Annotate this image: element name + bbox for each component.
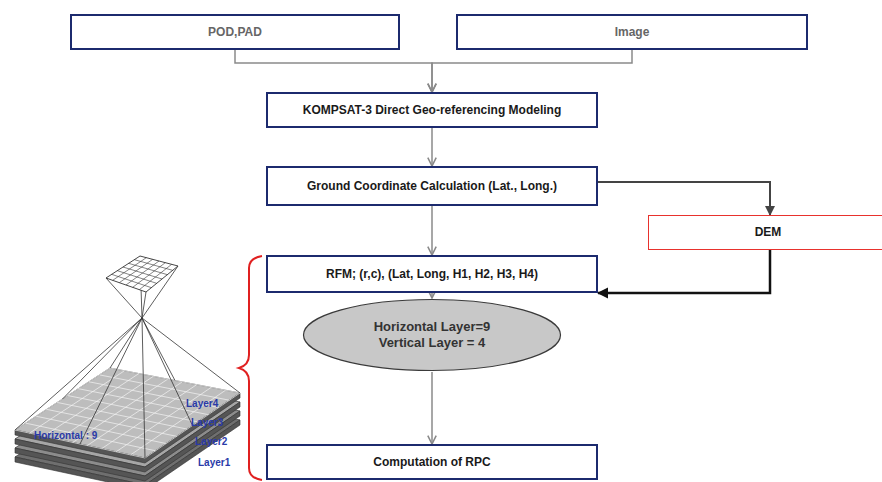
layer-label: Horizontal : 9 [34, 430, 97, 441]
dem-box: DEM [648, 215, 882, 250]
node-text: Vertical Layer = 4 [373, 335, 492, 351]
process-box: Computation of RPC [266, 444, 598, 480]
layer-label: Layer2 [195, 436, 227, 447]
projection-rays [15, 256, 240, 458]
red-bracket [239, 256, 262, 480]
node-text: Horizontal Layer=9 [368, 319, 497, 335]
process-box: Ground Coordinate Calculation (Lat., Lon… [266, 166, 598, 206]
flow-arrow [598, 250, 770, 293]
layer-edge [15, 393, 240, 463]
input-box: POD,PAD [70, 14, 400, 50]
node-text: RFM; (r,c), (Lat, Long, H1, H2, H3, H4) [320, 267, 544, 281]
layer-label: Layer4 [186, 398, 218, 409]
node-text: POD,PAD [202, 25, 268, 39]
node-text: Ground Coordinate Calculation (Lat., Lon… [301, 179, 563, 193]
flow-arrow [235, 50, 432, 92]
flow-arrow [431, 128, 433, 166]
horizontal-grid [15, 368, 240, 458]
flow-arrow [431, 293, 433, 298]
flow-arrow [431, 372, 433, 444]
flow-arrow [432, 50, 632, 92]
layer-ellipse: Horizontal Layer=9Vertical Layer = 4 [302, 298, 562, 372]
layer-label: Layer3 [191, 417, 223, 428]
process-box: KOMPSAT-3 Direct Geo-referencing Modelin… [266, 92, 598, 128]
flow-arrow [431, 206, 433, 255]
flow-arrow [598, 182, 770, 215]
layer-label: Layer1 [198, 457, 230, 468]
node-text: Image [609, 25, 656, 39]
image-grid [106, 256, 178, 292]
process-box: RFM; (r,c), (Lat, Long, H1, H2, H3, H4) [266, 255, 598, 293]
layer-plate [15, 368, 240, 458]
node-text: KOMPSAT-3 Direct Geo-referencing Modelin… [297, 103, 567, 117]
node-text: DEM [749, 225, 788, 239]
input-box: Image [456, 14, 808, 50]
node-text: Computation of RPC [367, 455, 496, 469]
